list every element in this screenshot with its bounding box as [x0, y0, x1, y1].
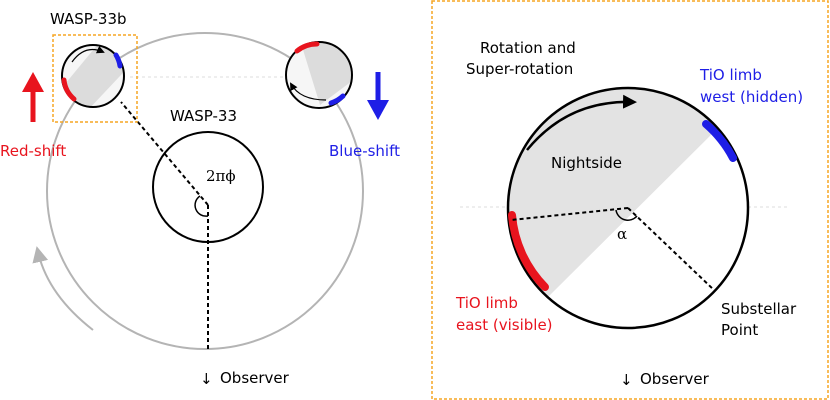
- planet-disk: [506, 86, 750, 330]
- substellar-label-line1: Substellar: [721, 300, 797, 318]
- nightside-label: Nightside: [551, 154, 622, 172]
- phase-angle-label: 2πϕ: [206, 167, 236, 185]
- rotation-label-line1: Rotation and: [480, 39, 576, 57]
- zoom-box: [431, 0, 829, 400]
- red-shift-label: Red-shift: [0, 142, 66, 160]
- planet2-rotation-arrow: [290, 82, 327, 101]
- tio-west-label-line2: west (hidden): [700, 88, 803, 106]
- tio-east-label-line2: east (visible): [456, 316, 553, 334]
- planet-label: WASP-33b: [50, 10, 127, 28]
- nightside-region: [508, 88, 726, 300]
- left-panel: WASP-33b WASP-33 2πϕ Red-shift Blue-shif…: [0, 10, 400, 388]
- star-circle: [152, 131, 264, 243]
- rotation-arrow: [526, 94, 637, 151]
- planet2-red-limb: [294, 41, 320, 54]
- planet-blue-limb: [113, 52, 123, 69]
- tio-limb-east: [508, 211, 549, 291]
- blue-shift-label: Blue-shift: [329, 142, 400, 160]
- tio-limb-west: [702, 120, 737, 162]
- orbit-circle: [46, 32, 364, 350]
- planet-rotation-arrow: [71, 45, 105, 63]
- phase-angle-arc: [194, 195, 209, 217]
- rotation-label-line2: Super-rotation: [466, 60, 573, 78]
- planet-wasp33b: [61, 44, 125, 108]
- planet2-blue-limb: [328, 93, 346, 106]
- red-shift-arrow: [22, 72, 44, 122]
- orbit-direction-arrow: [32, 246, 94, 331]
- observer-arrow-icon-right: ↓: [620, 371, 633, 389]
- planet-direction-line: [120, 101, 209, 206]
- planet-highlight-box: [52, 34, 138, 123]
- alpha-angle-arc: [615, 209, 638, 221]
- observer-label-right: Observer: [640, 370, 710, 388]
- alpha-label: α: [617, 225, 627, 243]
- star-label: WASP-33: [170, 107, 237, 125]
- planet-red-limb: [61, 77, 77, 102]
- observer-arrow-icon: ↓: [200, 370, 213, 388]
- observer-label: Observer: [220, 369, 290, 387]
- substellar-direction-line: [627, 207, 715, 291]
- planet-wasp33b-blueshift: [285, 41, 353, 109]
- tio-east-label-line1: TiO limb: [455, 294, 518, 312]
- limb-direction-line: [510, 207, 629, 221]
- tio-west-label-line1: TiO limb: [699, 66, 762, 84]
- blue-shift-arrow: [367, 72, 389, 120]
- substellar-label-line2: Point: [721, 321, 758, 339]
- right-panel: Rotation and Super-rotation Nightside Ti…: [431, 0, 829, 400]
